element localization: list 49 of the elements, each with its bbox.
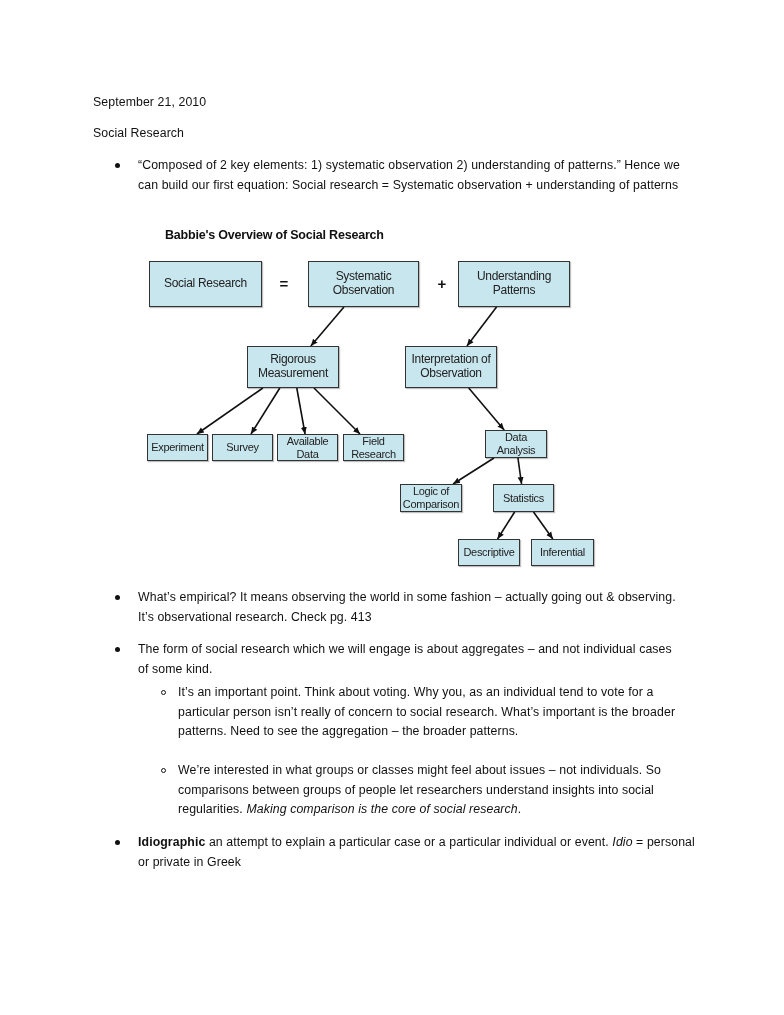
box-label: Statistics [503, 491, 544, 505]
paragraph: Idiographic an attempt to explain a particular case or a particular individual or event. Idio = personal or private in Greek [138, 834, 696, 871]
box-label: Experiment [151, 441, 204, 454]
operator-sign: + [436, 275, 448, 293]
paragraph: We’re interested in what groups or classes might feel about issues – not individuals. So comparisons between groups of people let researchers understand insights into social regularities. Making comparison is the core of social research. [178, 762, 662, 818]
arrow [467, 387, 505, 431]
box-label: Data Analysis [495, 431, 537, 457]
box-label: Available Data [285, 434, 330, 461]
process-box [405, 346, 497, 388]
box-label: Descriptive [463, 546, 515, 559]
process-box [485, 430, 547, 458]
box-label: Survey [226, 441, 259, 454]
arrow [532, 511, 554, 540]
arrow [496, 511, 516, 540]
process-box [458, 539, 520, 566]
arrow [310, 306, 345, 347]
box-label: Interpretation of Observation [410, 353, 492, 381]
process-box [277, 434, 338, 461]
arrow [295, 387, 307, 435]
arrow [250, 387, 281, 435]
arrow [517, 457, 524, 485]
arrow [313, 387, 361, 435]
paragraph: The form of social research which we will engage is about aggregates – and not individual cases of some kind. [138, 641, 673, 678]
process-box [212, 434, 273, 461]
box-label: Social Research [164, 277, 247, 291]
box-label: Understanding Patterns [475, 270, 553, 298]
process-box [149, 261, 262, 307]
arrow [452, 457, 495, 485]
process-box [343, 434, 404, 461]
box-label: Rigorous Measurement [256, 353, 330, 381]
process-box [308, 261, 419, 307]
process-box [247, 346, 339, 388]
diagram-title: Babbie's Overview of Social Research [165, 228, 384, 242]
paragraph: “Composed of 2 key elements: 1) systematic observation 2) understanding of patterns.” Hence we can build our first equation: Social research = Systematic observation + understanding of patterns [138, 157, 681, 194]
process-box [531, 539, 594, 566]
box-label: Systematic Observation [331, 270, 396, 298]
section-heading: Social Research [93, 125, 186, 142]
process-box [493, 484, 554, 512]
arrow [466, 306, 498, 347]
process-box [147, 434, 208, 461]
process-box [458, 261, 570, 307]
box-label: Logic of Comparison [402, 485, 460, 511]
arrow [196, 387, 264, 435]
box-label: Field Research [350, 434, 397, 461]
operator-sign: = [278, 275, 290, 293]
paragraph: It’s an important point. Think about voting. Why you, as an individual tend to vote for a particular person isn’t really of concern to social research. What’s important is the broader patterns. Need to see the aggregation – the broader patterns. [178, 684, 677, 740]
box-label: Inferential [540, 546, 585, 559]
date-text: September 21, 2010 [93, 94, 208, 111]
paragraph: What’s empirical? It means observing the world in some fashion – actually going out & observing. It’s observational research. Check pg. 413 [138, 589, 677, 626]
